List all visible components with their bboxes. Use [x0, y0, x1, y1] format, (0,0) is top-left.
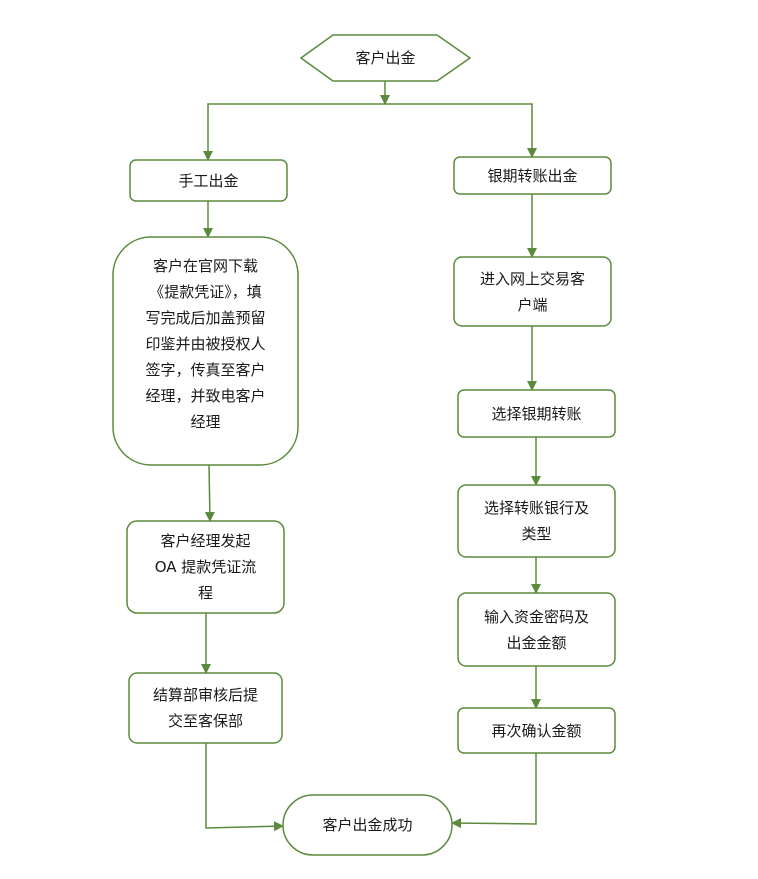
- connector-split-manual: [203, 103, 385, 161]
- node-label-line: 手工出金: [178, 171, 239, 190]
- node-label-line: 输入资金密码及: [483, 607, 589, 626]
- node-label: 进入网上交易客户端: [480, 266, 585, 318]
- node-label-line: 类型: [521, 525, 552, 543]
- node-label-line: 银期转账出金: [487, 166, 578, 185]
- node-label: 客户经理发起 OA 提款凭证流程: [155, 528, 257, 606]
- node-label-line: 印鉴并由被授权人: [145, 335, 266, 353]
- manual-review-node: 结算部审核后提交至客保部: [129, 673, 282, 743]
- bank-choose-node: 选择转账银行及类型: [458, 485, 615, 557]
- bank-password-node-shape: [457, 592, 616, 667]
- node-label-line: 再次确认金额: [491, 721, 582, 740]
- node-label-line: 客户出金: [355, 49, 416, 67]
- node-label-line: 出金金额: [506, 633, 567, 652]
- bank-enter-node: 进入网上交易客户端: [454, 257, 611, 326]
- node-label: 客户出金成功: [322, 812, 412, 838]
- manual-review-node-shape: [128, 672, 283, 744]
- manual-oa-node-shape: [126, 520, 285, 614]
- node-label: 客户在官网下载《提款凭证》，填写完成后加盖预留印鉴并由被授权人签字，传真至客户经…: [145, 253, 265, 435]
- node-label: 结算部审核后提交至客保部: [153, 682, 258, 734]
- bank-enter-node-shape: [453, 256, 612, 327]
- connector-review-to-end: [205, 743, 284, 832]
- manual-download-node-shape: [112, 236, 299, 466]
- manual-node: 手工出金: [130, 160, 287, 201]
- node-label-line: 客户在官网下载: [152, 257, 258, 275]
- node-label-line: 结算部审核后提: [152, 686, 258, 704]
- start-node: 客户出金: [301, 35, 470, 81]
- bank-confirm-node-shape: [457, 707, 616, 754]
- start-node-shape: [299, 34, 472, 82]
- node-label-line: 客户出金成功: [322, 816, 413, 834]
- connector-download-to-oa: [204, 464, 215, 522]
- node-label: 客户出金: [355, 45, 415, 71]
- node-label-line: 选择转账银行及: [483, 499, 589, 517]
- node-label-line: 《提款凭证》，填: [149, 283, 262, 301]
- bank-node: 银期转账出金: [454, 157, 611, 194]
- bank-choose-node-shape: [457, 484, 616, 558]
- node-label-line: 选择银期转账: [491, 404, 582, 423]
- node-label-line: 户端: [517, 295, 548, 314]
- manual-oa-node: 客户经理发起 OA 提款凭证流程: [127, 521, 284, 613]
- manual-download-node: 客户在官网下载《提款凭证》，填写完成后加盖预留印鉴并由被授权人签字，传真至客户经…: [113, 237, 298, 465]
- bank-password-node: 输入资金密码及出金金额: [458, 593, 615, 666]
- connector-confirm-to-end: [451, 753, 537, 829]
- connector-split-bank: [385, 103, 537, 158]
- node-label: 选择转账银行及类型: [484, 495, 589, 547]
- node-label: 输入资金密码及出金金额: [484, 604, 589, 656]
- node-label-line: 经理，并致电客户: [145, 387, 266, 405]
- node-label-line: OA 提款凭证流: [154, 558, 257, 576]
- node-label-line: 写完成后加盖预留: [145, 309, 266, 327]
- shapes: [112, 34, 616, 856]
- node-label: 手工出金: [178, 168, 238, 194]
- node-label-line: 客户经理发起: [160, 532, 251, 550]
- node-label: 选择银期转账: [491, 401, 581, 427]
- node-label-line: 经理: [190, 413, 221, 431]
- end-node: 客户出金成功: [283, 795, 452, 855]
- node-label: 再次确认金额: [491, 718, 581, 744]
- node-label-line: 签字，传真至客户: [145, 361, 266, 379]
- end-node-shape: [282, 794, 453, 856]
- bank-select-node: 选择银期转账: [458, 390, 615, 437]
- node-label-line: 交至客保部: [167, 712, 243, 730]
- bank-select-node-shape: [457, 389, 616, 438]
- bank-confirm-node: 再次确认金额: [458, 708, 615, 753]
- node-label-line: 进入网上交易客: [479, 269, 585, 288]
- node-label-line: 程: [197, 584, 213, 602]
- manual-node-shape: [129, 159, 288, 202]
- connectors: [201, 81, 541, 832]
- node-label: 银期转账出金: [487, 163, 577, 189]
- bank-node-shape: [453, 156, 612, 195]
